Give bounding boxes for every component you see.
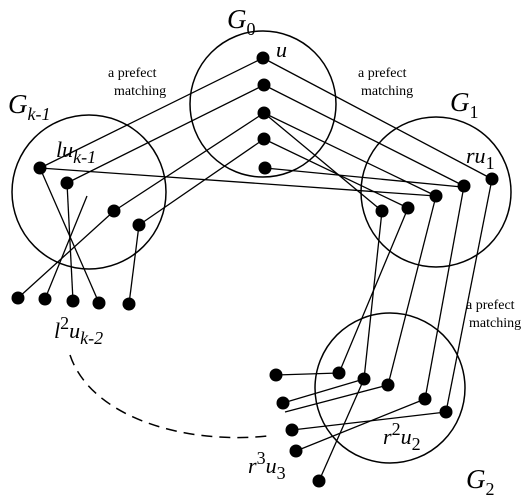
group-g2-circle <box>314 312 466 464</box>
node-gk1-4 <box>132 218 146 232</box>
node-dangle-2 <box>38 292 52 306</box>
group-g1-circle <box>360 116 512 268</box>
label-g1: G1 <box>450 87 479 122</box>
node-g0-3 <box>257 106 271 120</box>
annotation-left-2: matching <box>114 84 166 99</box>
group-gk1-circle <box>11 114 167 270</box>
label-g2: G2 <box>466 464 495 497</box>
annotation-lower-2: matching <box>469 316 521 331</box>
dashed-continuation <box>69 354 269 439</box>
edge-g0-g1-c <box>263 112 437 197</box>
label-lu-k1: luk-1 <box>56 137 96 167</box>
node-u <box>256 51 270 65</box>
edge-g0-gk1-b <box>66 84 265 184</box>
edge-g1-g2-e <box>363 210 383 380</box>
node-g2-1 <box>332 366 346 380</box>
edge-g2-out-f <box>318 378 365 482</box>
edge-g0-gk1-d <box>138 138 265 226</box>
node-g1-4 <box>457 179 471 193</box>
node-dangle-4 <box>92 296 106 310</box>
node-g2-dangle-3 <box>285 423 299 437</box>
node-ru-1 <box>485 172 499 186</box>
edge-g2-out-c <box>284 384 389 413</box>
node-r2u-2 <box>439 405 453 419</box>
label-r3u-3: r3u3 <box>248 448 286 483</box>
annotation-right-1: a prefect <box>358 66 407 81</box>
edge-g0-gk1-c <box>113 112 265 212</box>
edge-g0-g1-f <box>264 167 463 188</box>
label-g0: G0 <box>227 4 256 39</box>
node-g2-2 <box>357 372 371 386</box>
label-ru-1: ru1 <box>466 143 495 173</box>
node-g0-4 <box>257 132 271 146</box>
edge-gk1-g1-a <box>39 167 437 197</box>
label-gk1: Gk-1 <box>8 89 50 124</box>
edge-g1-g2-c <box>424 185 465 400</box>
label-r2u-2: r2u2 <box>383 419 421 454</box>
edge-g1-g2-b <box>387 195 437 386</box>
node-g0-2 <box>257 78 271 92</box>
edge-g0-g1-a <box>262 57 493 180</box>
edge-g2-out-a <box>275 372 340 376</box>
edge-g0-g1-b <box>263 84 465 187</box>
annotation-left-1: a prefect <box>108 66 157 81</box>
node-g2-4 <box>418 392 432 406</box>
node-gk1-3 <box>107 204 121 218</box>
annotation-right-2: matching <box>361 84 413 99</box>
edge-g0-g1-e <box>263 112 383 212</box>
node-dangle-1 <box>11 291 25 305</box>
edge-g0-gk1-a <box>39 57 264 169</box>
group-g0-circle <box>189 30 337 178</box>
node-g1-2 <box>401 201 415 215</box>
label-u: u <box>276 37 287 62</box>
node-l2u-k2 <box>66 294 80 308</box>
node-g2-dangle-2 <box>276 396 290 410</box>
node-g2-3 <box>381 378 395 392</box>
annotation-lower-1: a prefect <box>466 298 515 313</box>
label-l2u-k2: l2uk-2 <box>54 313 103 348</box>
node-g2-dangle-5 <box>312 474 326 488</box>
edge-gk1-down-b <box>66 182 74 302</box>
edge-gk1-down-c <box>17 210 115 299</box>
edge-gk1-down-e <box>44 195 88 300</box>
node-g2-dangle-1 <box>269 368 283 382</box>
edge-g1-g2-d <box>445 178 493 413</box>
node-gk1-2 <box>60 176 74 190</box>
edge-g2-out-b <box>282 378 365 404</box>
node-dangle-5 <box>122 297 136 311</box>
node-g1-3 <box>429 189 443 203</box>
edge-g2-out-e <box>295 398 426 452</box>
node-r3u-3 <box>289 444 303 458</box>
node-lu-k1 <box>33 161 47 175</box>
node-g1-1 <box>375 204 389 218</box>
edge-gk1-down-d <box>128 224 140 305</box>
